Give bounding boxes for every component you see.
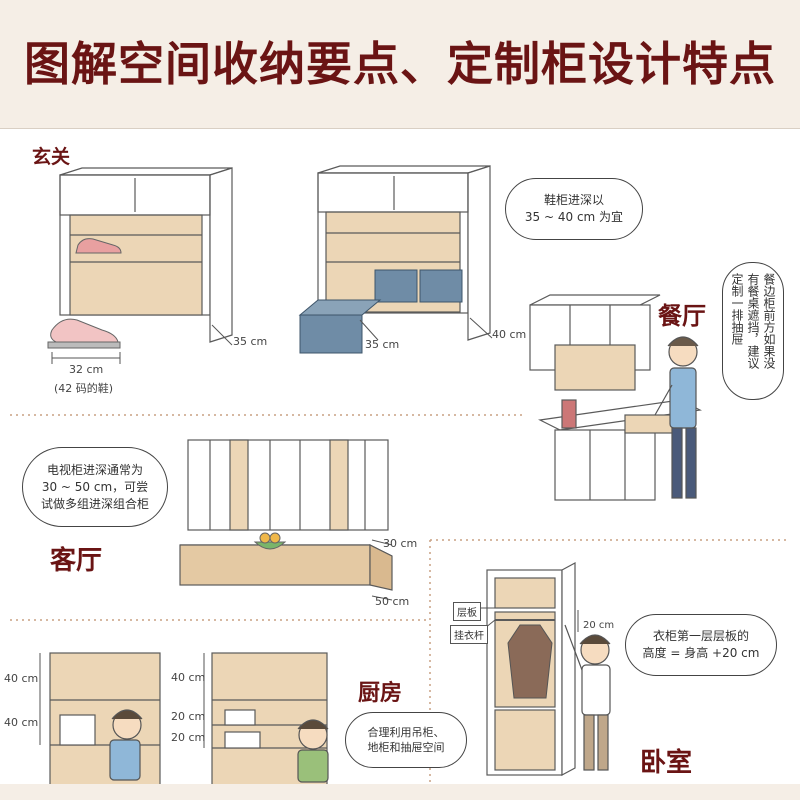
section-label-entrance: 玄关 [32,146,71,168]
entrance-dim-lines-2 [359,317,493,341]
kitchen-tip-bubble: 合理利用吊柜、 地柜和抽屉空间 [345,712,467,768]
kitchen-tip-line-1: 合理利用吊柜、 [367,726,445,739]
entrance-tip-line-2: 35 ~ 40 cm 为宜 [524,210,624,224]
dim-tv-30: 30 cm [383,537,418,550]
dim-shoe-length: 32 cm [69,363,104,376]
tv-wall-cabinet [179,439,393,591]
dining-sideboard [529,294,702,501]
dining-tip-col-2: 有餐桌遮挡，建议 [746,273,760,369]
living-tip-bubble: 电视柜进深通常为 30 ~ 50 cm，可尝 试做多组进深组合柜 [22,447,168,527]
shoe-size-note: (42 码的鞋) [54,382,114,395]
living-tip-line-2: 30 ~ 50 cm，可尝 [41,479,149,494]
bedroom-tip-bubble: 衣柜第一层层板的 高度 = 身高 +20 cm [625,614,777,676]
dim-kitchen-right-1: 40 cm [171,671,206,684]
person-bedroom-icon [564,624,611,771]
section-label-bedroom: 卧室 [640,748,693,778]
kitchen-tip-line-2: 地柜和抽屉空间 [367,741,445,754]
fruit-bowl-icon [253,532,287,550]
tag-shelf: 层板 [453,602,481,621]
dim-kitchen-left-2: 40 cm [4,716,39,729]
dim-kitchen-right-3: 20 cm [171,731,206,744]
living-tip-line-3: 试做多组进深组合柜 [40,496,149,511]
dim-tv-50: 50 cm [375,595,410,608]
shoe-boxes-icon [298,269,463,354]
section-label-living: 客厅 [50,546,103,576]
jacket-icon [507,624,553,699]
dim-depth-1: 35 cm [233,335,268,348]
dining-tip-bubble: 餐边柜前方如果没 有餐桌遮挡，建议 定制一排抽屉 [722,262,784,400]
entrance-tip-line-1: 鞋柜进深以 [543,193,604,207]
dim-depth-3: 40 cm [492,328,527,341]
footer-strip [0,784,800,800]
bedroom-tip-line-2: 高度 = 身高 +20 cm [642,646,760,660]
person-dining-icon [654,336,699,499]
header-band: 图解空间收纳要点、定制柜设计特点 [0,0,800,129]
page-title: 图解空间收纳要点、定制柜设计特点 [24,37,776,91]
section-label-dining: 餐厅 [658,302,706,330]
section-label-kitchen: 厨房 [358,681,403,706]
dim-kitchen-left-1: 40 cm [4,672,39,685]
dim-kitchen-right-2: 20 cm [171,710,206,723]
living-tip-line-1: 电视柜进深通常为 [46,462,143,477]
dim-bedroom-20: 20 cm [583,620,615,631]
dining-tip-col-1: 餐边柜前方如果没 [762,273,776,369]
kitchen-dim-lines [39,653,205,748]
section-dividers [10,414,790,790]
dim-depth-2: 35 cm [365,338,400,351]
entrance-cabinet-1 [59,167,233,343]
shoes-icon [47,238,122,349]
living-dim-lines [371,539,393,601]
person-kitchen-icon [109,709,329,783]
bedroom-tip-line-1: 衣柜第一层层板的 [652,629,749,643]
entrance-tip-bubble: 鞋柜进深以 35 ~ 40 cm 为宜 [505,178,643,240]
dining-tip-col-3: 定制一排抽屉 [730,273,744,345]
tag-hanging-rod: 挂衣杆 [450,625,488,644]
kitchen-cabinet-left [49,652,161,786]
entrance-dim-lines [51,324,233,364]
